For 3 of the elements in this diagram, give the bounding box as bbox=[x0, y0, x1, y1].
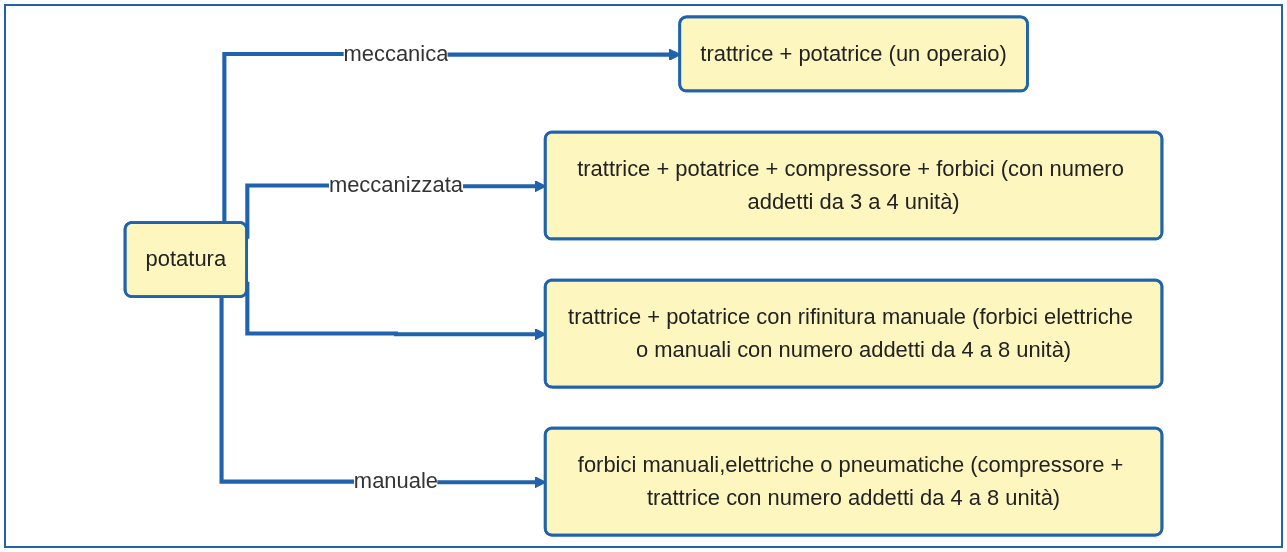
edge-label: manuale bbox=[353, 469, 438, 493]
edge-label: meccanizzata bbox=[328, 173, 463, 197]
edge-label: meccanica bbox=[343, 41, 449, 65]
